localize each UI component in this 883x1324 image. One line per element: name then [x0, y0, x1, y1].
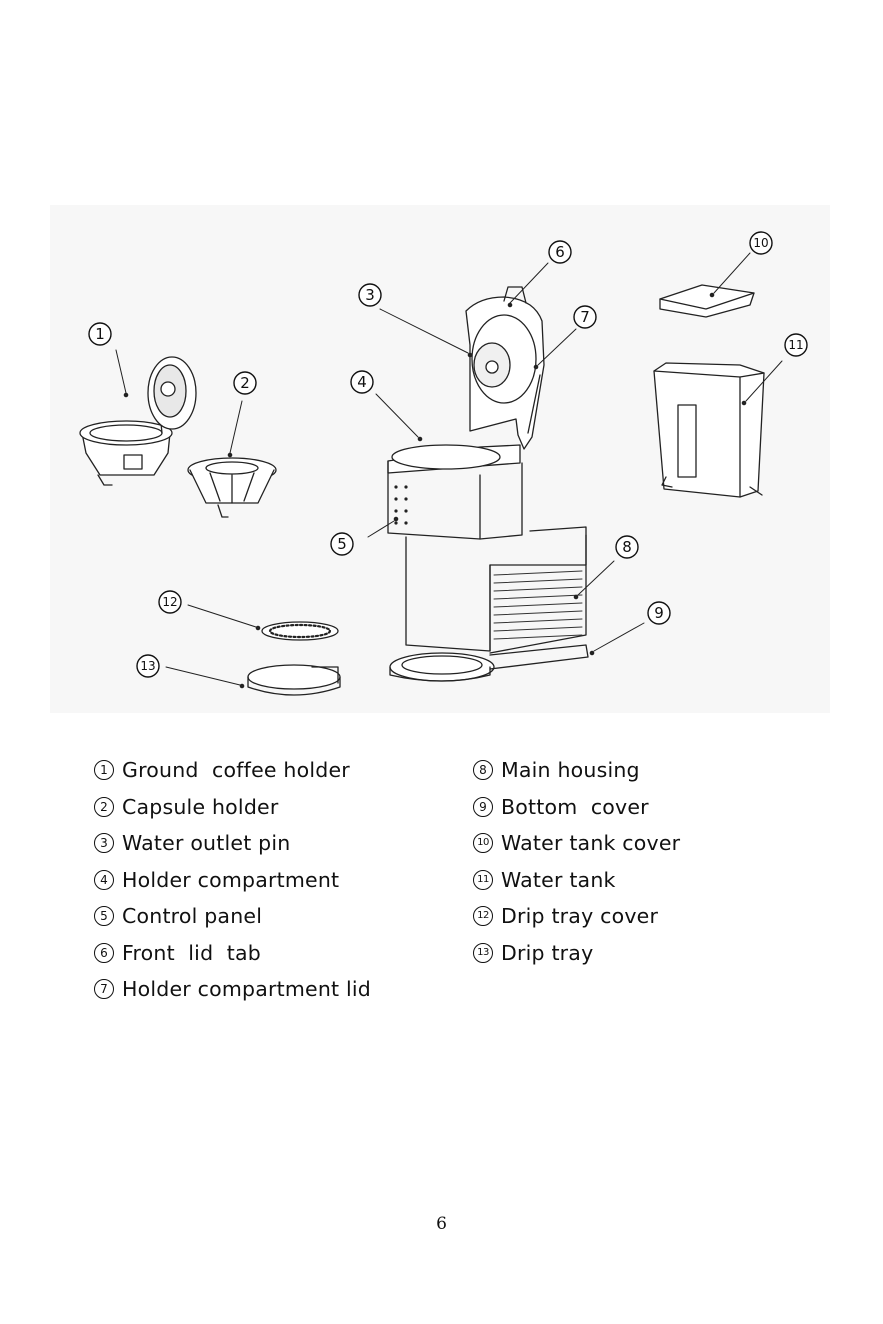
legend-label: Bottom cover [501, 789, 649, 826]
callout-2: 2 [240, 374, 250, 392]
callout-9: 9 [654, 604, 664, 622]
legend-label: Drip tray [501, 935, 593, 972]
callout-11: 11 [788, 338, 803, 352]
legend-label: Main housing [501, 752, 640, 789]
legend-number: 4 [94, 870, 114, 890]
legend-number: 9 [473, 797, 493, 817]
legend-number: 1 [94, 760, 114, 780]
exploded-parts-diagram: 1 2 3 4 5 6 7 8 9 10 11 12 13 [50, 205, 830, 713]
legend-item-ground-coffee-holder: 1 Ground coffee holder [94, 752, 371, 789]
ground-coffee-holder-drawing [80, 357, 196, 485]
drip-tray-cover-drawing [262, 622, 338, 640]
callout-6: 6 [555, 243, 565, 261]
legend-item-water-tank-cover: 10 Water tank cover [473, 825, 680, 862]
legend-item-front-lid-tab: 6 Front lid tab [94, 935, 371, 972]
parts-legend-left: 1 Ground coffee holder 2 Capsule holder … [94, 752, 371, 1008]
callout-5: 5 [337, 535, 347, 553]
legend-label: Water tank [501, 862, 616, 899]
capsule-holder-drawing [188, 458, 276, 517]
legend-number: 12 [473, 906, 493, 926]
housing-ribs [494, 571, 582, 639]
callout-8: 8 [622, 538, 632, 556]
legend-item-water-outlet-pin: 3 Water outlet pin [94, 825, 371, 862]
legend-item-capsule-holder: 2 Capsule holder [94, 789, 371, 826]
legend-number: 5 [94, 906, 114, 926]
legend-item-water-tank: 11 Water tank [473, 862, 680, 899]
holder-compartment-lid-drawing [466, 287, 544, 449]
callout-4: 4 [357, 373, 367, 391]
drip-tray-drawing [248, 665, 340, 695]
legend-number: 11 [473, 870, 493, 890]
legend-number: 2 [94, 797, 114, 817]
legend-label: Holder compartment lid [122, 971, 371, 1008]
legend-item-bottom-cover: 9 Bottom cover [473, 789, 680, 826]
callout-10: 10 [753, 236, 768, 250]
legend-label: Holder compartment [122, 862, 339, 899]
callout-13: 13 [140, 659, 155, 673]
legend-label: Water tank cover [501, 825, 680, 862]
parts-drawing: 1 2 3 4 5 6 7 8 9 10 11 12 13 [50, 205, 830, 713]
holder-compartment-drawing [388, 445, 522, 539]
callout-1: 1 [95, 325, 105, 343]
legend-item-drip-tray-cover: 12 Drip tray cover [473, 898, 680, 935]
legend-label: Capsule holder [122, 789, 278, 826]
water-tank-cover-drawing [660, 285, 754, 317]
legend-item-main-housing: 8 Main housing [473, 752, 680, 789]
legend-number: 8 [473, 760, 493, 780]
callout-7: 7 [580, 308, 590, 326]
legend-label: Water outlet pin [122, 825, 290, 862]
legend-number: 6 [94, 943, 114, 963]
legend-item-holder-compartment: 4 Holder compartment [94, 862, 371, 899]
page-number: 6 [0, 1214, 883, 1234]
legend-number: 13 [473, 943, 493, 963]
legend-item-control-panel: 5 Control panel [94, 898, 371, 935]
legend-label: Drip tray cover [501, 898, 658, 935]
legend-label: Ground coffee holder [122, 752, 350, 789]
water-tank-drawing [654, 363, 764, 497]
main-housing-drawing [390, 527, 588, 681]
parts-legend-right: 8 Main housing 9 Bottom cover 10 Water t… [473, 752, 680, 971]
legend-number: 3 [94, 833, 114, 853]
legend-number: 7 [94, 979, 114, 999]
legend-label: Control panel [122, 898, 262, 935]
legend-item-drip-tray: 13 Drip tray [473, 935, 680, 972]
legend-label: Front lid tab [122, 935, 261, 972]
callout-3: 3 [365, 286, 375, 304]
legend-item-holder-compartment-lid: 7 Holder compartment lid [94, 971, 371, 1008]
callout-12: 12 [162, 595, 177, 609]
legend-number: 10 [473, 833, 493, 853]
